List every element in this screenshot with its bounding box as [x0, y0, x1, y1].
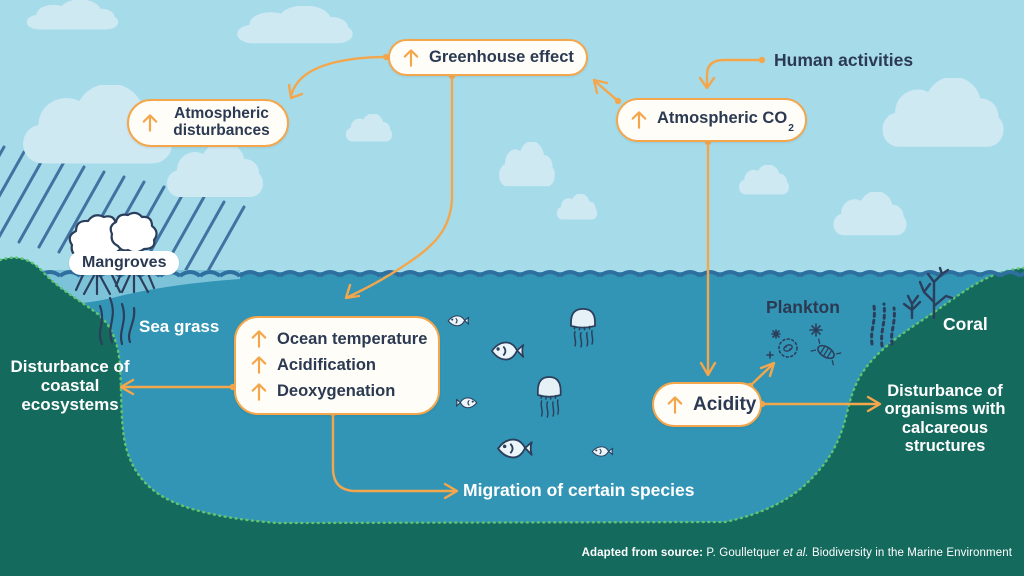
label-disturbance-coastal: Disturbance of coastal ecosystems — [10, 357, 130, 415]
attribution: Adapted from source: P. Goulletquer et a… — [582, 547, 1012, 559]
co2-subscript: 2 — [788, 123, 794, 135]
node-acidity: Acidity — [652, 382, 762, 427]
increase-arrow-icon — [251, 330, 267, 348]
attribution-source: P. Goulletquer — [706, 547, 780, 559]
cloud-icon — [739, 165, 789, 195]
cloud-icon — [556, 194, 598, 220]
ocean-effect-row: Ocean temperature — [250, 329, 427, 349]
cloud-icon — [345, 114, 393, 142]
seaweed-icon — [870, 302, 896, 348]
node-ocean-effects: Ocean temperature Acidification Deoxygen… — [234, 316, 440, 415]
node-label: Acidification — [277, 355, 377, 374]
cloud-icon — [237, 6, 353, 44]
node-label: Atmospheric disturbances — [173, 105, 270, 139]
increase-arrow-icon — [251, 383, 267, 401]
label-migration: Migration of certain species — [463, 480, 695, 500]
cloud-icon — [882, 78, 1004, 147]
increase-arrow-icon — [251, 356, 267, 375]
label-mangroves: Mangroves — [69, 251, 180, 275]
label-human-activities: Human activities — [774, 50, 914, 70]
increase-arrow-icon — [667, 395, 683, 414]
ocean-effect-row: Acidification — [250, 355, 376, 375]
label-coral: Coral — [943, 314, 988, 334]
mangrove-icon — [68, 211, 158, 296]
coral-icon — [902, 266, 954, 320]
attribution-work: Biodiversity in the Marine Environment — [811, 547, 1012, 559]
cloud-icon — [833, 192, 907, 236]
flow-arrows — [119, 55, 882, 500]
node-label: Atmospheric CO2 — [657, 109, 794, 134]
node-label: Acidity — [693, 393, 757, 415]
cloud-icon — [167, 143, 263, 197]
increase-arrow-icon — [631, 111, 647, 129]
co2-label: Atmospheric CO — [657, 109, 788, 128]
node-atmospheric-disturbances: Atmospheric disturbances — [127, 99, 289, 147]
cloud-icon — [499, 142, 555, 187]
node-atmospheric-co2: Atmospheric CO2 — [616, 98, 807, 142]
ocean-effect-row: Deoxygenation — [250, 382, 395, 402]
attribution-prefix: Adapted from source: — [581, 547, 704, 559]
increase-arrow-icon — [403, 48, 419, 67]
label-sea-grass: Sea grass — [139, 317, 220, 336]
node-label: Greenhouse effect — [429, 48, 574, 66]
waterline-wave — [0, 266, 1024, 280]
node-label: Ocean temperature — [277, 329, 428, 348]
increase-arrow-icon — [142, 114, 158, 132]
plankton-icon — [766, 323, 842, 366]
cloud-icon — [26, 0, 119, 30]
seagrass-icon — [98, 296, 136, 346]
label-disturbance-organisms: Disturbance of organisms with calcareous… — [884, 382, 1006, 456]
node-greenhouse-effect: Greenhouse effect — [388, 39, 588, 76]
label-plankton: Plankton — [766, 297, 840, 317]
node-label: Deoxygenation — [277, 382, 396, 401]
left-land-edge — [0, 256, 280, 525]
left-land — [0, 257, 278, 576]
attribution-etal: et al. — [783, 547, 809, 559]
